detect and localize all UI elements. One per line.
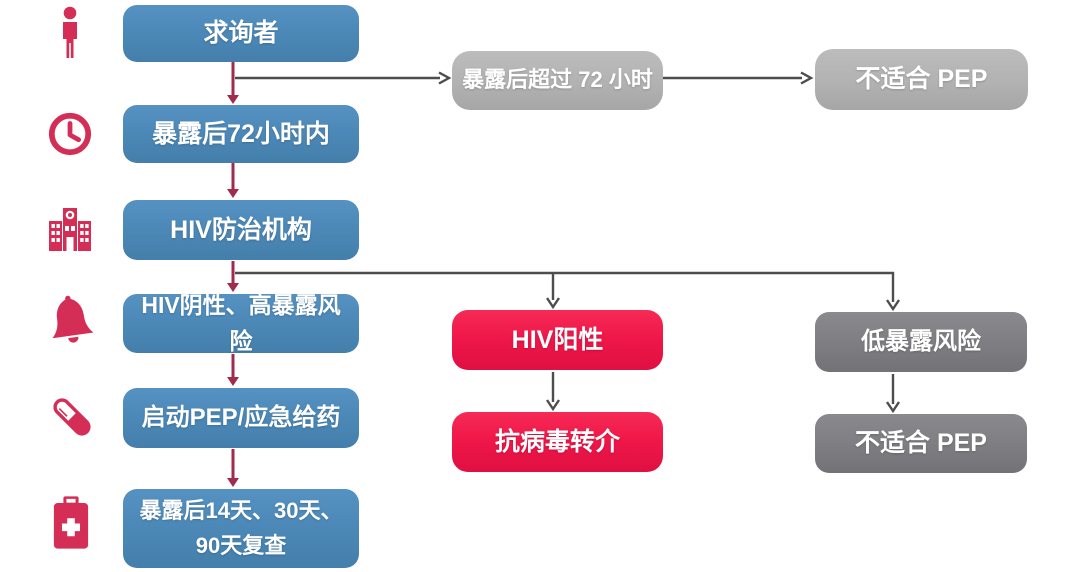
clock-icon (47, 111, 93, 162)
pill-icon (46, 391, 98, 448)
hospital-icon (48, 206, 92, 258)
node-inquirer-label: 求询者 (203, 19, 279, 48)
node-not-suitable-pep-top-label: 不适合 PEP (855, 65, 988, 94)
arrow-branch-over72h (235, 71, 452, 85)
node-hiv-positive-label: HIV阳性 (511, 325, 604, 354)
node-start-pep-label: 启动PEP/应急给药 (141, 404, 341, 432)
arrow-agency-to-negative (227, 261, 239, 292)
node-not-suitable-pep-right: 不适合 PEP (815, 414, 1027, 473)
node-within-72h-label: 暴露后72小时内 (152, 119, 330, 148)
node-not-suitable-pep-top: 不适合 PEP (815, 49, 1028, 110)
node-start-pep: 启动PEP/应急给药 (123, 388, 359, 448)
node-hiv-agency-label: HIV防治机构 (170, 215, 312, 244)
first-aid-kit-icon (52, 494, 90, 557)
node-followup-review-label: 暴露后14天、30天、90天复查 (139, 498, 343, 558)
arrow-negative-to-pep (227, 354, 239, 386)
node-hiv-negative-high-risk: HIV阴性、高暴露风险 (123, 292, 359, 354)
arrow-inquirer-to-within72h (227, 62, 239, 104)
arrow-pep-to-review (227, 449, 239, 487)
node-low-risk: 低暴露风险 (815, 312, 1027, 372)
node-hiv-positive: HIV阳性 (452, 310, 663, 370)
node-antiviral-referral: 抗病毒转介 (452, 412, 663, 472)
node-followup-review: 暴露后14天、30天、90天复查 (123, 489, 359, 568)
node-over-72h: 暴露后超过 72 小时 (452, 51, 663, 110)
person-icon (52, 6, 88, 67)
arrow-positive-to-referral (546, 372, 560, 412)
arrow-over72h-to-notsuitable (663, 71, 814, 85)
connector-agency-branch (235, 271, 900, 312)
node-inquirer: 求询者 (123, 5, 359, 62)
node-within-72h: 暴露后72小时内 (123, 105, 359, 163)
node-hiv-negative-high-risk-label: HIV阴性、高暴露风险 (141, 291, 341, 354)
arrow-lowrisk-to-notsuitable (886, 374, 900, 414)
bell-icon (46, 293, 96, 354)
node-over-72h-label: 暴露后超过 72 小时 (462, 67, 653, 93)
arrow-within72h-to-agency (227, 163, 239, 198)
node-antiviral-referral-label: 抗病毒转介 (494, 427, 620, 456)
node-low-risk-label: 低暴露风险 (861, 328, 981, 356)
node-hiv-agency: HIV防治机构 (123, 200, 359, 260)
node-not-suitable-pep-right-label: 不适合 PEP (855, 429, 987, 458)
